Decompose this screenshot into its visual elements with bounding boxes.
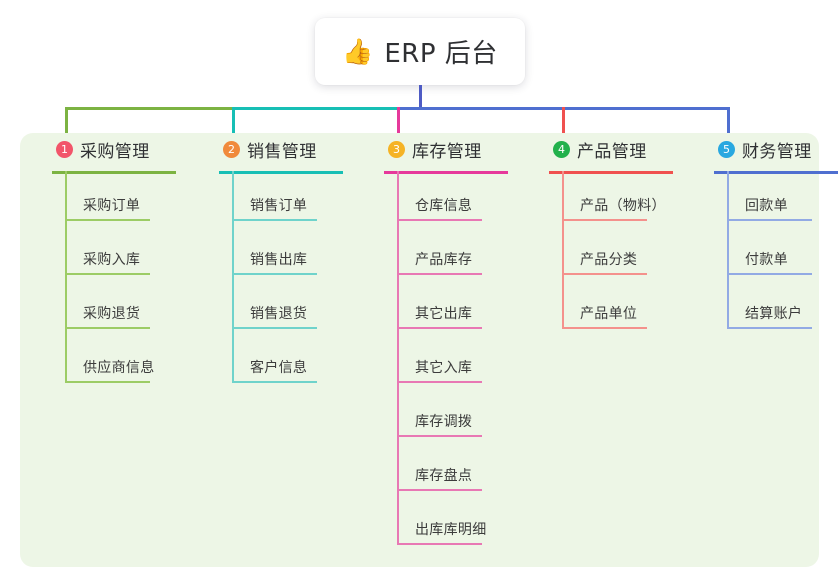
- mindmap-item-label: 付款单: [745, 252, 788, 268]
- column-drop-connector: [397, 107, 400, 153]
- mindmap-item-label: 其它入库: [415, 360, 473, 376]
- bus-connector-segment: [232, 107, 400, 110]
- mindmap-item-rule: [562, 219, 647, 221]
- mindmap-item-label: 仓库信息: [415, 198, 473, 214]
- mindmap-item-rule: [727, 219, 812, 221]
- mindmap-item-label: 产品（物料）: [580, 198, 666, 214]
- column-number-badge: 5: [718, 140, 735, 158]
- trunk-connector: [419, 85, 422, 109]
- column-header-rule: [384, 171, 508, 174]
- column-title: 销售管理: [247, 141, 317, 162]
- column-spine: [65, 171, 67, 383]
- mindmap-column: 3 库存管理仓库信息产品库存其它出库其它入库库存调拨库存盘点出库库明细: [370, 133, 535, 545]
- mindmap-item-rule: [562, 273, 647, 275]
- column-header-rule: [714, 171, 838, 174]
- mindmap-item-label: 其它出库: [415, 306, 473, 322]
- mindmap-item-rule: [397, 273, 482, 275]
- mindmap-item-label: 库存盘点: [415, 468, 473, 484]
- column-spine: [562, 171, 564, 329]
- mindmap-item-rule: [65, 381, 150, 383]
- mindmap-item-rule: [232, 327, 317, 329]
- column-header[interactable]: 4 产品管理: [535, 133, 700, 165]
- mindmap-item-label: 库存调拨: [415, 414, 473, 430]
- column-number-badge: 1: [56, 140, 73, 158]
- column-header-rule: [549, 171, 673, 174]
- mindmap-item-rule: [727, 273, 812, 275]
- column-spine: [727, 171, 729, 329]
- mindmap-item-label: 回款单: [745, 198, 788, 214]
- mindmap-item-rule: [232, 219, 317, 221]
- mindmap-item-rule: [65, 327, 150, 329]
- column-title: 库存管理: [412, 141, 482, 162]
- column-number-badge: 2: [223, 140, 240, 158]
- mindmap-item-label: 客户信息: [250, 360, 308, 376]
- column-drop-connector: [562, 107, 565, 153]
- mindmap-item-rule: [397, 381, 482, 383]
- column-number-badge: 3: [388, 140, 405, 158]
- mindmap-item-rule: [397, 489, 482, 491]
- column-spine: [232, 171, 234, 383]
- column-header[interactable]: 5 财务管理: [700, 133, 839, 165]
- mindmap-item-rule: [232, 381, 317, 383]
- mindmap-item-label: 采购入库: [83, 252, 141, 268]
- mindmap-column: 5 财务管理回款单付款单结算账户: [700, 133, 839, 329]
- bus-connector-segment: [397, 107, 565, 110]
- column-number-badge: 4: [553, 140, 570, 158]
- column-header-rule: [219, 171, 343, 174]
- mindmap-item-label: 销售出库: [250, 252, 308, 268]
- column-header[interactable]: 1 采购管理: [38, 133, 203, 165]
- mindmap-column: 4 产品管理产品（物料） 产品分类产品单位: [535, 133, 700, 329]
- bus-connector-segment: [65, 107, 235, 110]
- mindmap-item-rule: [727, 327, 812, 329]
- mindmap-item-label: 产品库存: [415, 252, 473, 268]
- column-drop-connector: [232, 107, 235, 153]
- mindmap-item-rule: [397, 219, 482, 221]
- column-drop-connector: [727, 107, 730, 153]
- column-drop-connector: [65, 107, 68, 153]
- mindmap-item-label: 销售退货: [250, 306, 308, 322]
- mindmap-item-label: 采购订单: [83, 198, 141, 214]
- mindmap-item-label: 结算账户: [745, 306, 803, 322]
- mindmap-item-rule: [65, 273, 150, 275]
- thumbs-up-icon: 👍: [342, 37, 374, 66]
- mindmap-item-label: 销售订单: [250, 198, 308, 214]
- column-header-rule: [52, 171, 176, 174]
- mindmap-panel: 1 采购管理采购订单采购入库采购退货供应商信息 2 销售管理销售订单销售出库销售退货客…: [20, 133, 838, 567]
- bus-connector-segment: [562, 107, 730, 110]
- column-spine: [397, 171, 399, 545]
- mindmap-item-label: 产品单位: [580, 306, 638, 322]
- mindmap-item-label: 产品分类: [580, 252, 638, 268]
- mindmap-item-rule: [397, 543, 482, 545]
- mindmap-item-label: 采购退货: [83, 306, 141, 322]
- mindmap-column: 2 销售管理销售订单销售出库销售退货客户信息: [205, 133, 370, 383]
- mindmap-item-rule: [562, 327, 647, 329]
- column-header[interactable]: 2 销售管理: [205, 133, 370, 165]
- mindmap-item-rule: [232, 273, 317, 275]
- mindmap-item-rule: [397, 327, 482, 329]
- root-node-card[interactable]: 👍 ERP 后台: [315, 18, 525, 85]
- mindmap-item-rule: [65, 219, 150, 221]
- root-node-title: ERP 后台: [384, 39, 498, 69]
- column-title: 财务管理: [742, 141, 812, 162]
- mindmap-item-label: 出库库明细: [415, 522, 487, 538]
- column-title: 产品管理: [577, 141, 647, 162]
- mindmap-item-label: 供应商信息: [83, 360, 155, 376]
- root-node-content: 👍 ERP 后台: [342, 33, 498, 70]
- mindmap-item-rule: [397, 435, 482, 437]
- mindmap-column: 1 采购管理采购订单采购入库采购退货供应商信息: [38, 133, 203, 383]
- column-header[interactable]: 3 库存管理: [370, 133, 535, 165]
- column-title: 采购管理: [80, 141, 150, 162]
